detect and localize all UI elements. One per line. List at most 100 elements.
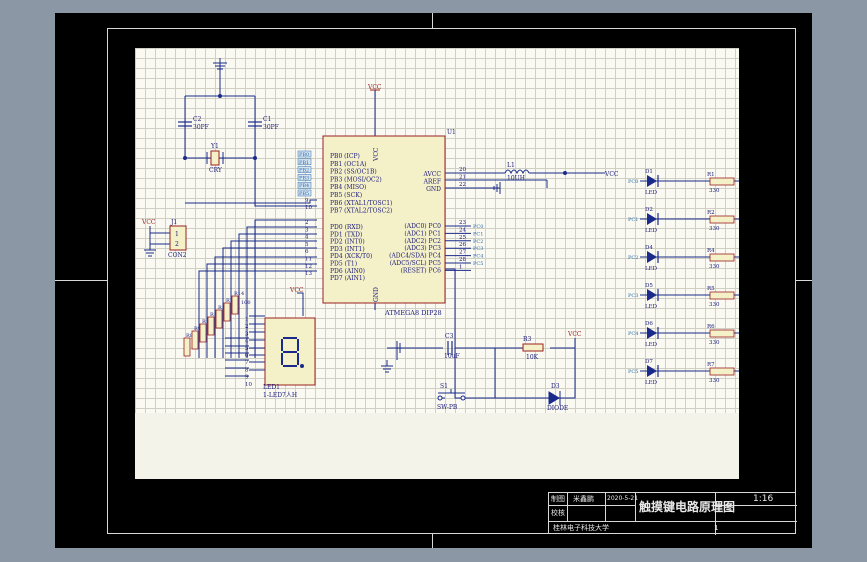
array-resistor-label: R13 [226,298,236,304]
led-symbol [647,327,657,339]
mcu-gnd-pin: GND [373,287,380,302]
mcu-pin-label: (ADC5/SCL) PC5 [390,260,441,267]
aref-ground [493,180,548,194]
wires [149,63,605,399]
mcu-pin-label: PB3 (MOSI/OC2) [330,176,382,183]
switch-part: SW-PB [437,404,458,411]
display-pin: 1 [245,317,249,323]
tb-drawing-title: 触摸键电路原理图 [639,500,736,514]
tb-draw-label: 制图 [551,495,565,503]
crystal-designator: Y1 [210,143,219,150]
mcu-pin-label: PB5 (SCK) [330,192,362,199]
tb-scale: 1:16 [753,494,774,504]
led-symbol [647,251,657,263]
mcu-pin-label: PB4 (MISO) [330,184,366,191]
mcu-part: ATMEGA8 DIP28 [384,309,442,317]
display-pin: 8 [245,367,249,373]
net-label: PB1 [299,160,309,166]
array-resistor [183,337,191,357]
led-resistor-designator: R7 [707,362,715,368]
led-designator: D7 [645,359,653,365]
display-designator: LED1 [263,384,280,391]
schematic-drawing: C2 30PF C1 30PF Y1 CRY VCC U1 VCC GND AT… [141,58,739,412]
c3-value: 10uF [444,353,460,360]
connector-ground [144,249,156,257]
display-part: 1-LED7人H [263,392,297,399]
led-resistor-value: 330 [709,378,720,384]
led-resistor [709,291,735,300]
mcu-pin-number: 5 [305,242,309,248]
display-pin: 5 [245,346,249,352]
led-label: LED [645,266,658,272]
tb-check-label: 校核 [551,509,565,517]
led-symbol [647,213,657,225]
led-label: LED [645,228,658,234]
net-label: PB4 [299,183,309,189]
mcu-pin-label: GND [426,186,441,193]
display-pin: 4 [245,339,249,345]
led-label: LED [645,380,658,386]
mcu-pin-label: PB6 (XTAL1/TOSC1) [330,200,392,207]
net-label: PB5 [299,191,309,197]
mcu-pin-label: PB2 (SS/OC1B) [330,169,377,176]
mcu-pin-label: PB1 (OC1A) [330,161,367,168]
led-resistor-designator: R2 [707,210,715,216]
switch-designator: S1 [440,383,448,390]
led-symbol [647,365,657,377]
border-tick-right [796,280,812,281]
c2-value: 30PF [193,124,209,131]
r3-designator: R3 [523,336,532,343]
resistor-array-value: 100 [241,300,251,306]
net-label-box [297,189,312,197]
c2-designator: C2 [193,116,202,123]
array-resistor-label: R10 [202,319,212,325]
inductor-designator: L1 [507,162,515,169]
mcu-pin-number: 1 [459,264,463,270]
array-resistor-label: R12 [218,305,228,311]
mcu-pin-number: 3 [305,227,309,233]
led-resistor [709,367,735,376]
mcu-pin-number: 13 [305,271,312,277]
capacitor-c2 [178,121,192,127]
mcu-designator: U1 [447,129,456,136]
net-label: PC4 [473,254,483,260]
led-label: LED [645,304,658,310]
display-pin: 3 [245,331,249,337]
diode-designator: D3 [551,383,560,390]
diode-d3 [548,391,561,405]
display-pin: 2 [245,324,249,330]
mcu-pin-label: AREF [423,179,441,186]
schematic-sheet: C2 30PF C1 30PF Y1 CRY VCC U1 VCC GND AT… [135,48,739,479]
border-tick-bottom [432,534,433,548]
mcu-pin-label: PD2 (INT0) [330,239,365,246]
led-net-label: PC4 [628,331,638,337]
sheet-empty-area [135,413,739,479]
mcu-pin-number: 23 [459,220,466,226]
led-label: LED [645,342,658,348]
mcu-pin-number: 22 [459,182,466,188]
title-block: 制图 米鑫鹏 2020-5-21 校核 触摸键电路原理图 1:16 桂林电子科技… [548,492,797,535]
mcu-pin-label: PB7 (XTAL2/TOSC2) [330,208,392,215]
array-resistor [207,316,215,336]
net-label: PB3 [299,175,309,181]
mcu-pin-number: 25 [459,235,466,241]
led-net-label: PC5 [628,369,638,375]
mcu-pin-number: 28 [459,257,466,263]
vcc-label-avcc: VCC [604,171,619,178]
capacitor-c3 [447,341,453,355]
led-symbol [647,175,657,187]
net-label: PC5 [473,261,483,267]
net-label-box [297,166,312,173]
led-net-label: PC3 [628,293,638,299]
mcu-pin-label: PB0 (ICP) [330,153,360,160]
mcu-pin-label: AVCC [422,171,441,178]
mcu-pin-number: 21 [459,175,466,181]
net-label: PB0 [299,152,309,158]
led-resistor-designator: R5 [707,286,715,292]
display-pin: 9 [245,375,249,381]
connector-part: CON2 [168,252,187,259]
vcc-label-reset: VCC [567,331,582,338]
net-label-box [297,150,312,158]
